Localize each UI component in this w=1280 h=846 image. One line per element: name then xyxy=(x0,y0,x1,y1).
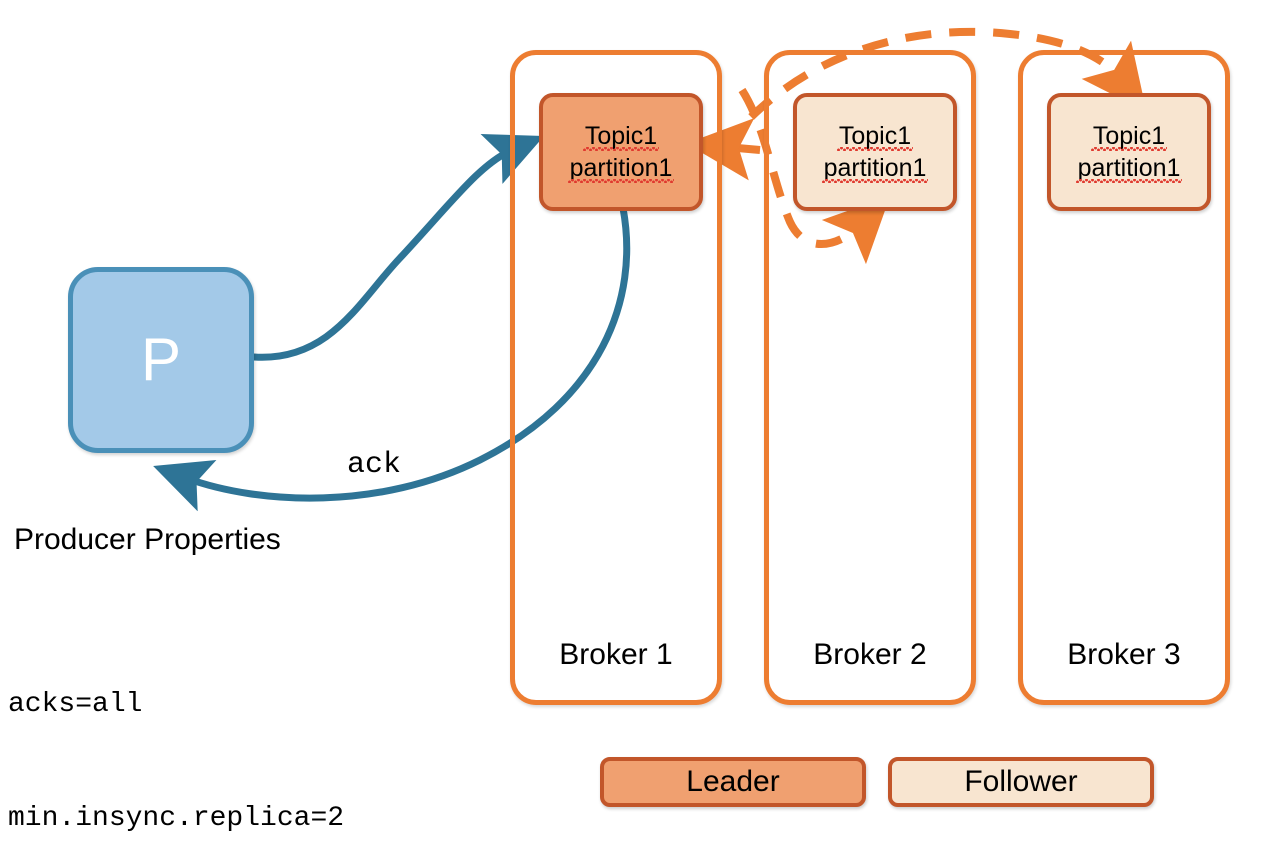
broker-1-label: Broker 1 xyxy=(559,638,673,671)
partition-leader-broker-1[interactable]: Topic1 partition1 xyxy=(539,93,703,211)
legend-follower-label: Follower xyxy=(964,765,1078,798)
producer-properties-config: acks=all min.insync.replica=2 xyxy=(8,610,344,846)
partition-topic-label: Topic1 xyxy=(582,122,660,151)
partition-follower-broker-3[interactable]: Topic1 partition1 xyxy=(1047,93,1211,211)
arrow-replication-ack-to-leader xyxy=(686,118,761,181)
legend-follower-swatch: Follower xyxy=(888,757,1154,807)
config-line-min-insync: min.insync.replica=2 xyxy=(8,803,345,834)
partition-follower-broker-2[interactable]: Topic1 partition1 xyxy=(793,93,957,211)
broker-1-container[interactable]: Topic1 partition1 Broker 1 xyxy=(510,50,722,705)
partition-partition-label: partition1 xyxy=(567,154,675,183)
producer-properties-title: Producer Properties xyxy=(14,523,281,556)
producer-label: P xyxy=(140,326,182,393)
legend-leader-swatch: Leader xyxy=(600,757,866,807)
broker-2-label: Broker 2 xyxy=(813,638,927,671)
legend-leader-label: Leader xyxy=(686,765,780,798)
broker-3-label: Broker 3 xyxy=(1067,638,1181,671)
arrow-producer-to-leader xyxy=(250,133,545,361)
ack-label: ack xyxy=(347,448,402,482)
producer-box[interactable]: P xyxy=(68,267,254,453)
broker-2-container[interactable]: Topic1 partition1 Broker 2 xyxy=(764,50,976,705)
broker-3-container[interactable]: Topic1 partition1 Broker 3 xyxy=(1018,50,1230,705)
partition-topic-label: Topic1 xyxy=(836,122,914,151)
partition-partition-label: partition1 xyxy=(821,154,929,183)
partition-partition-label: partition1 xyxy=(1075,154,1183,183)
config-line-acks: acks=all xyxy=(8,689,143,720)
partition-topic-label: Topic1 xyxy=(1090,122,1168,151)
